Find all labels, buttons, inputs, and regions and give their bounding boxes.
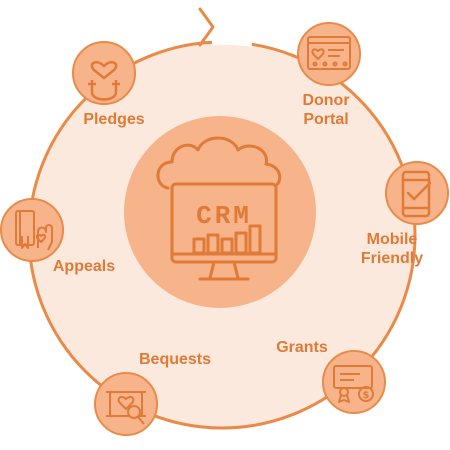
label-mobile-friendly-line2: Friendly <box>360 250 424 267</box>
svg-text:$: $ <box>363 390 370 401</box>
node-bequests <box>94 372 158 436</box>
label-bequests: Bequests <box>138 351 212 368</box>
smartphone-check-icon <box>401 170 432 218</box>
node-pledges-disc <box>72 41 136 105</box>
book-hand-icon <box>15 210 53 251</box>
node-mobile-friendly <box>385 161 449 225</box>
node-donor-portal <box>297 22 361 86</box>
node-pledges <box>72 41 136 105</box>
node-appeals <box>0 198 64 262</box>
node-mobile-friendly-disc <box>385 161 449 225</box>
label-donor-portal-line2: Portal <box>303 111 349 128</box>
label-grants: Grants <box>276 339 328 356</box>
crm-badge: CRM <box>196 201 252 231</box>
node-bequests-disc <box>94 372 158 436</box>
node-grants: $ <box>322 350 386 414</box>
cycle-arrow-icon <box>198 7 215 47</box>
label-appeals: Appeals <box>52 258 116 275</box>
will-scroll-icon <box>106 391 146 425</box>
web-portal-icon <box>307 36 351 70</box>
label-donor-portal-line1: Donor <box>302 92 350 109</box>
heart-magnet-icon <box>88 60 120 101</box>
label-mobile-friendly-line1: Mobile <box>366 231 418 248</box>
node-appeals-disc <box>0 198 64 262</box>
ring-gap <box>211 36 253 47</box>
certificate-money-icon: $ <box>333 365 374 403</box>
label-donor-portal: Donor Portal <box>288 91 364 129</box>
cloud-computer-icon <box>156 136 282 281</box>
label-mobile-friendly: Mobile Friendly <box>355 230 429 268</box>
node-grants-disc <box>322 350 386 414</box>
label-pledges: Pledges <box>83 111 145 128</box>
